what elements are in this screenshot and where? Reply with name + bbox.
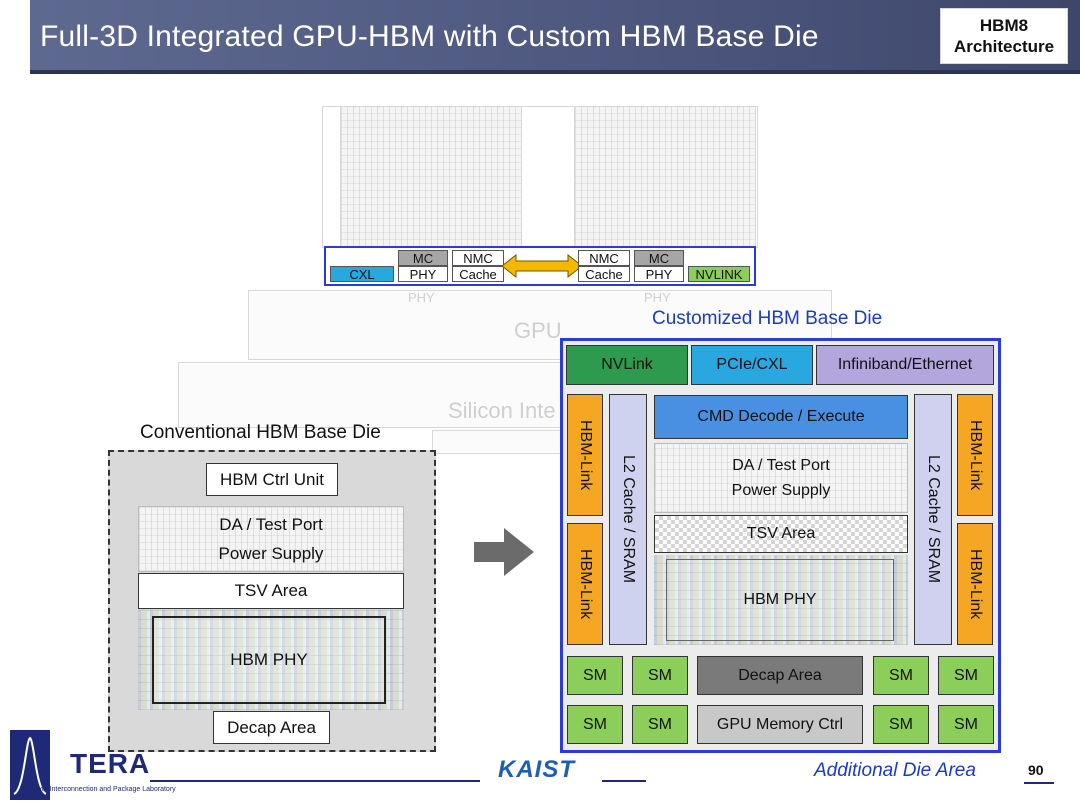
architecture-badge: HBM8 Architecture xyxy=(940,8,1068,64)
sm-block-6: SM xyxy=(632,705,688,744)
conv-power-supply: Power Supply xyxy=(218,544,324,563)
cmd-decode-execute: CMD Decode / Execute xyxy=(654,395,908,439)
nmc-right: NMC xyxy=(578,250,630,266)
gpu-memory-ctrl: GPU Memory Ctrl xyxy=(697,705,863,744)
hbm-ctrl-unit: HBM Ctrl Unit xyxy=(206,463,338,496)
sm-block-3: SM xyxy=(873,656,929,695)
conv-phy-background xyxy=(138,610,404,710)
hbm-stack-right xyxy=(574,106,756,248)
conventional-title: Conventional HBM Base Die xyxy=(140,422,381,443)
page-number: 90 xyxy=(1028,762,1044,778)
l2-cache-right: L2 Cache / SRAM xyxy=(914,394,952,645)
sm-block-2: SM xyxy=(632,656,688,695)
mc-left: MC xyxy=(398,250,448,266)
da-power-area xyxy=(138,506,404,572)
tera-logo-subtitle: TeraByte Interconnection and Package Lab… xyxy=(20,786,176,793)
conv-decap-area: Decap Area xyxy=(213,711,330,744)
title-bar xyxy=(0,0,1080,72)
tera-logo-icon xyxy=(10,730,50,800)
custom-title: Customized HBM Base Die xyxy=(652,308,883,329)
conv-da-test-port: DA / Test Port xyxy=(219,515,323,534)
badge-line-1: HBM8 xyxy=(979,16,1029,35)
custom-power-supply: Power Supply xyxy=(731,482,831,499)
gpu-label: GPU xyxy=(514,318,562,343)
title-bar-left-margin xyxy=(0,0,30,72)
sm-block-4: SM xyxy=(938,656,994,695)
faded-phy-right: PHY xyxy=(644,290,671,305)
pcie-cxl-interface: PCIe/CXL xyxy=(691,345,813,385)
sm-block-8: SM xyxy=(938,705,994,744)
cache-right: Cache xyxy=(578,266,630,282)
hbm-stack-left xyxy=(340,106,522,248)
footer-line-right xyxy=(602,780,646,782)
hbm-link-right-top: HBM-Link xyxy=(957,394,993,516)
kaist-logo: KAIST xyxy=(498,756,575,783)
mc-right: MC xyxy=(634,250,684,266)
footer-line-left xyxy=(150,780,480,782)
additional-die-area-label: Additional Die Area xyxy=(814,760,976,781)
page-number-underline xyxy=(1024,782,1054,784)
stack-frame-faded xyxy=(322,106,758,248)
custom-hbm-phy: HBM PHY xyxy=(666,559,894,641)
custom-phy-background xyxy=(654,555,908,645)
title-underline xyxy=(30,70,1080,74)
hbm-link-left-bottom: HBM-Link xyxy=(567,523,603,645)
hbm-link-left-top: HBM-Link xyxy=(567,394,603,516)
nmc-left: NMC xyxy=(452,250,504,266)
faded-phy-left: PHY xyxy=(408,290,435,305)
sm-block-7: SM xyxy=(873,705,929,744)
hbm-link-right-bottom: HBM-Link xyxy=(957,523,993,645)
cache-left: Cache xyxy=(452,266,504,282)
sm-block-1: SM xyxy=(567,656,623,695)
custom-decap-area: Decap Area xyxy=(697,656,863,695)
tera-logo-text: TERA xyxy=(70,748,151,779)
interposer-label: Silicon Inte xyxy=(448,398,556,423)
infiniband-interface: Infiniband/Ethernet xyxy=(816,345,994,385)
phy-right: PHY xyxy=(634,266,684,282)
badge-line-2: Architecture xyxy=(953,37,1055,56)
custom-da-test-port: DA / Test Port xyxy=(732,457,830,474)
custom-da-power-area xyxy=(654,443,908,513)
sm-block-5: SM xyxy=(567,705,623,744)
phy-left: PHY xyxy=(398,266,448,282)
conv-hbm-phy: HBM PHY xyxy=(152,616,386,704)
nvlink-interface: NVLink xyxy=(566,345,688,385)
slide-title: Full-3D Integrated GPU-HBM with Custom H… xyxy=(40,20,819,53)
conv-tsv-area: TSV Area xyxy=(138,573,404,609)
right-arrow-icon xyxy=(474,528,534,576)
custom-tsv-area: TSV Area xyxy=(654,515,908,553)
l2-cache-left: L2 Cache / SRAM xyxy=(609,394,647,645)
double-arrow-icon xyxy=(501,253,583,279)
cxl-block: CXL xyxy=(330,266,394,282)
nvlink-block: NVLINK xyxy=(688,266,750,282)
